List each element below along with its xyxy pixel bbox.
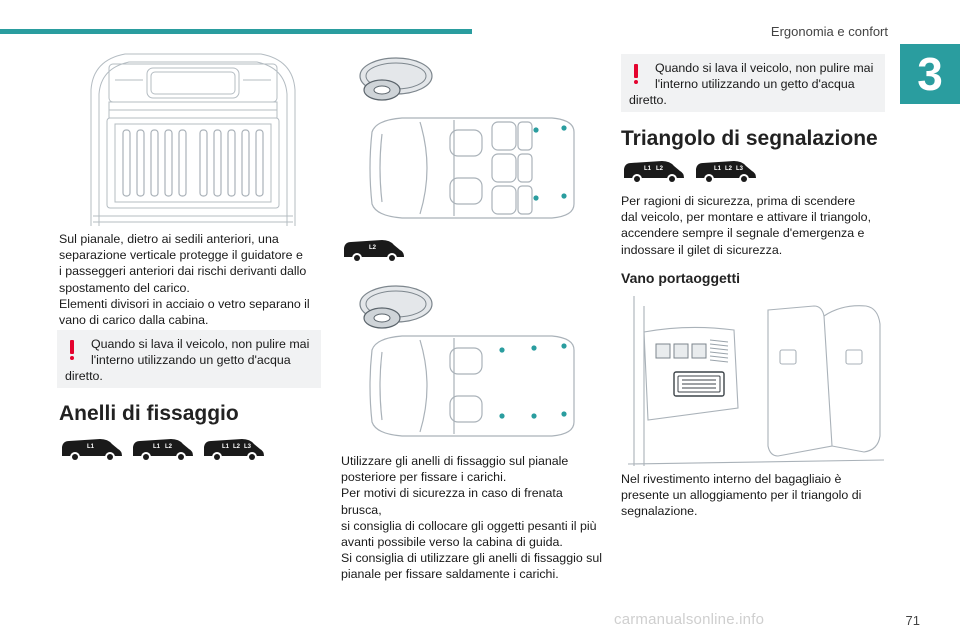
text-line: Utilizzare gli anelli di fissaggio sul p… [341, 454, 569, 468]
cargo-paragraph: Sul pianale, dietro ai sedili anteriori,… [59, 231, 321, 328]
text-line: avanti possibile verso la cabina di guid… [341, 535, 563, 550]
anchoring-heading: Anelli di fissaggio [59, 402, 239, 425]
warning-line: diretto. [65, 369, 103, 383]
watermark: carmanualsonline.info [614, 611, 765, 628]
text-line: spostamento del carico. [59, 280, 190, 295]
vehicle-icon: L1 L2 L3 [202, 436, 266, 464]
header-accent-bar [0, 29, 472, 34]
anchoring-paragraph: Utilizzare gli anelli di fissaggio sul p… [341, 453, 606, 583]
text-line: dal veicolo, per montare e attivare il t… [621, 210, 872, 225]
triangle-paragraph: Per ragioni di sicurezza, prima di scend… [621, 193, 891, 258]
vehicle-icon: L1 L2 [622, 158, 686, 186]
warning-note: Quando si lava il veicolo, non pulire ma… [57, 330, 321, 388]
vehicle-top-view-cargo [362, 330, 578, 442]
badge-label: L1 [714, 166, 722, 172]
text-line: accendere sempre il segnale d'emergenza … [621, 226, 865, 241]
text-line: Sul pianale, dietro ai sedili anteriori,… [59, 232, 279, 246]
badge-label: L3 [244, 444, 252, 450]
text-line: Per ragioni di sicurezza, prima di scend… [621, 194, 856, 208]
warning-line: diretto. [629, 93, 667, 107]
triangle-heading: Triangolo di segnalazione [621, 127, 878, 150]
text-line: indossare il gilet di sicurezza. [621, 242, 783, 257]
anchor-ring-detail-icon [356, 280, 436, 338]
text-line: separazione verticale protegge il guidat… [59, 248, 303, 263]
page-number: 71 [905, 613, 920, 628]
badge-label: L2 [369, 245, 377, 251]
badge-label: L2 [233, 444, 241, 450]
vehicle-top-view-seats [362, 112, 578, 224]
text-line: Nel rivestimento interno del bagagliaio … [621, 472, 842, 486]
warning-icon [633, 64, 639, 84]
anchor-ring-detail-icon [356, 52, 436, 110]
storage-compartment-illustration [628, 296, 884, 466]
warning-line: l'interno utilizzando un getto d'acqua [655, 77, 855, 91]
badge-label: L1 [87, 444, 95, 450]
vehicle-icon: L1 [60, 436, 124, 464]
badge-label: L3 [736, 166, 744, 172]
text-line: pianale per fissare saldamente i carichi… [341, 567, 559, 582]
storage-heading: Vano portaoggetti [621, 270, 740, 286]
vehicle-icon: L2 [342, 237, 406, 265]
warning-icon [69, 340, 75, 360]
text-line: posteriore per fissare i carichi. [341, 470, 507, 485]
text-line: vano di carico dalla cabina. [59, 313, 209, 328]
vehicle-icon: L1 L2 L3 [694, 158, 758, 186]
badge-label: L1 [222, 444, 230, 450]
badge-label: L1 [644, 166, 652, 172]
badge-label: L1 [153, 444, 161, 450]
cargo-partition-illustration [85, 50, 301, 226]
text-line: presente un alloggiamento per il triango… [621, 488, 862, 503]
warning-line: Quando si lava il veicolo, non pulire ma… [655, 61, 874, 75]
vehicle-icon: L1 L2 [131, 436, 195, 464]
warning-line: l'interno utilizzando un getto d'acqua [91, 353, 291, 367]
text-line: si consiglia di collocare gli oggetti pe… [341, 518, 597, 533]
warning-note: Quando si lava il veicolo, non pulire ma… [621, 54, 885, 112]
badge-label: L2 [165, 444, 173, 450]
chapter-tab: 3 [900, 44, 960, 104]
badge-label: L2 [725, 166, 733, 172]
badge-label: L2 [656, 166, 664, 172]
text-line: i passeggeri anteriori dai rischi deriva… [59, 264, 307, 279]
storage-paragraph: Nel rivestimento interno del bagagliaio … [621, 471, 891, 520]
text-line: Si consiglia di utilizzare gli anelli di… [341, 551, 603, 566]
warning-line: Quando si lava il veicolo, non pulire ma… [91, 337, 310, 351]
text-line: segnalazione. [621, 504, 698, 519]
text-line: Per motivi di sicurezza in caso di frena… [341, 486, 563, 517]
section-title: Ergonomia e confort [770, 24, 888, 39]
text-line: Elementi divisori in acciaio o vetro sep… [59, 296, 310, 311]
